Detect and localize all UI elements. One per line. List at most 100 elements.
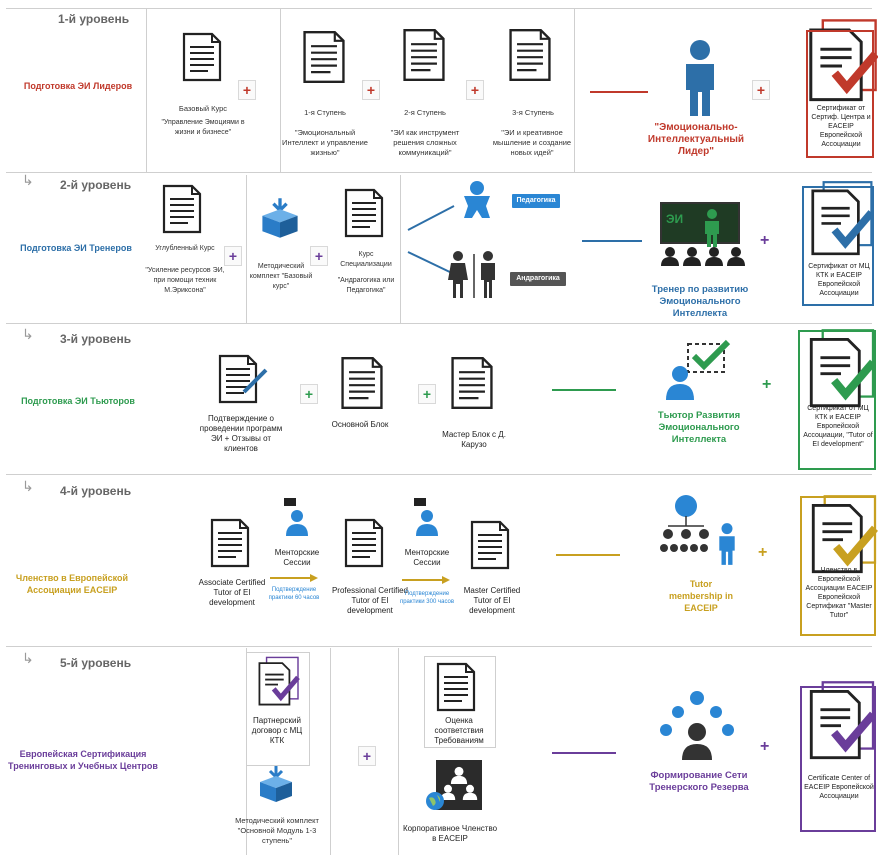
certificate-frame xyxy=(800,496,876,636)
assessment-label: Оценка соответствия Требованиям xyxy=(434,716,484,745)
document-icon xyxy=(450,356,494,410)
row-divider xyxy=(6,172,872,173)
plus-icon: + xyxy=(466,80,484,100)
connector-line xyxy=(582,240,642,242)
associate-label: Associate Certified Tutor of EI developm… xyxy=(198,578,266,607)
level-label-1: 1-й уровень xyxy=(58,12,130,26)
branch-lines xyxy=(407,205,455,275)
row-title-centers: Европейская Сертификация Тренинговых и У… xyxy=(8,749,158,771)
plus-icon: + xyxy=(760,232,770,249)
connector-line xyxy=(552,389,616,391)
step3-desc: "ЭИ и креативное мышление и создание нов… xyxy=(492,128,572,157)
method-kit-label: Методический комплект "Базовый курс" xyxy=(249,263,313,290)
confirmation-label: Подтверждение о проведении программ ЭИ +… xyxy=(199,414,283,453)
step1-desc: "Эмоциональный Интеллект и управление жи… xyxy=(282,128,368,157)
connector-line xyxy=(556,554,620,556)
document-icon xyxy=(344,518,384,568)
certificate-text: Членство в Европейской Ассоциации EACEIP… xyxy=(805,567,873,619)
arrow-icon xyxy=(402,576,450,584)
card-frame xyxy=(246,652,310,766)
corporate-membership-label: Корпоративное Членство в EACEIP xyxy=(402,824,498,843)
method-kit-label-2: Методический комплект "Основной Модуль 1… xyxy=(235,816,319,845)
level-label-5: 5-й уровень xyxy=(60,656,132,670)
pen-icon xyxy=(242,368,268,394)
base-course-label: Базовый Курс xyxy=(178,104,228,113)
plus-icon: + xyxy=(358,746,376,766)
document-icon xyxy=(302,30,346,84)
plus-icon: + xyxy=(762,376,772,393)
column-divider xyxy=(246,175,247,323)
leader-person-icon xyxy=(680,38,720,118)
partner-contract-label: Партнерский договор с МЦ КТК xyxy=(251,716,303,745)
membership-result-title: Tutor membership in EACEIP xyxy=(668,579,733,613)
row-title-trainers: Подготовка ЭИ Тренеров xyxy=(20,243,132,253)
column-divider xyxy=(400,175,401,323)
column-divider xyxy=(146,8,147,172)
plus-icon: + xyxy=(362,80,380,100)
level-arrow-icon: ↳ xyxy=(22,650,34,666)
column-divider xyxy=(330,648,331,855)
document-icon xyxy=(344,188,384,238)
tutor-icon xyxy=(666,339,731,400)
document-icon xyxy=(162,184,202,234)
certificate-frame xyxy=(806,30,874,158)
column-divider xyxy=(398,648,399,855)
certificate-text: Сертификат от МЦ КТК и EACEIP Европейско… xyxy=(803,405,873,448)
card-frame xyxy=(424,656,496,748)
master-label: Master Certified Tutor of EI development xyxy=(463,586,521,615)
mentor-icon xyxy=(414,498,438,536)
network-icon xyxy=(660,495,735,565)
certificate-frame xyxy=(798,330,876,470)
document-icon xyxy=(470,520,510,570)
level-label-4: 4-й уровень xyxy=(60,484,132,498)
professional-label: Professional Certified Tutor of EI devel… xyxy=(331,586,409,615)
adults-icon xyxy=(448,251,495,298)
board-text: ЭИ xyxy=(666,212,684,226)
contract-icon xyxy=(256,656,300,706)
level-arrow-icon: ↳ xyxy=(22,172,34,188)
row-divider xyxy=(6,646,872,647)
plus-icon: + xyxy=(238,80,256,100)
document-icon xyxy=(182,32,222,82)
trainer-result-title: Тренер по развитию Эмоционального Интелл… xyxy=(651,284,749,319)
row-divider xyxy=(6,474,872,475)
advanced-course-desc: "Усиление ресурсов ЭИ, при помощи техник… xyxy=(145,267,225,294)
row-title-membership: Членство в Европейской Ассоциации EACEIP xyxy=(15,573,129,595)
step2-desc: "ЭИ как инструмент решения сложных комму… xyxy=(390,128,460,157)
network-result-title: Формирование Сети Тренерского Резерва xyxy=(649,770,749,793)
plus-icon: + xyxy=(310,246,328,266)
certificate-frame xyxy=(800,686,876,832)
plus-icon: + xyxy=(752,80,770,100)
certificate-frame xyxy=(802,186,874,306)
document-icon xyxy=(210,518,250,568)
specialization-desc: "Андрагогика или Педагогика" xyxy=(337,277,395,294)
plus-icon: + xyxy=(760,738,770,755)
andragogy-tag: Андрагогика xyxy=(510,272,566,286)
box-kit-icon xyxy=(256,764,296,804)
connector-line xyxy=(552,752,616,754)
practice-60-label: Подтверждение практики 60 часов xyxy=(268,587,320,601)
plus-icon: + xyxy=(224,246,242,266)
level-label-2: 2-й уровень xyxy=(60,178,132,192)
row-title-tutors: Подготовка ЭИ Тьюторов xyxy=(21,396,135,406)
arrow-icon xyxy=(270,574,318,582)
tutor-result-title: Тьютор Развития Эмоционального Интеллект… xyxy=(657,410,741,445)
connector-line xyxy=(590,91,648,93)
team-network-icon xyxy=(660,691,734,760)
plus-icon: + xyxy=(418,384,436,404)
mentor-sessions-label: Менторские Сессии xyxy=(274,548,320,567)
main-block-label: Основной Блок xyxy=(331,420,389,429)
row-divider xyxy=(6,323,872,324)
practice-300-label: Подтверждение практики 300 часов xyxy=(399,591,455,605)
mentor-sessions-label-2: Менторские Сессии xyxy=(404,548,450,567)
leader-result-title: "Эмоционально-Интеллектуальный Лидер" xyxy=(647,122,745,157)
level-label-3: 3-й уровень xyxy=(60,332,132,346)
box-kit-icon xyxy=(258,196,302,240)
column-divider xyxy=(280,8,281,172)
plus-icon: + xyxy=(300,384,318,404)
document-icon xyxy=(340,356,384,410)
certificate-text: Сертификат от МЦ КТК и EACEIP Европейско… xyxy=(808,263,870,297)
mentor-icon xyxy=(284,498,308,536)
audience-icon xyxy=(661,247,745,266)
board-icon xyxy=(660,202,740,244)
